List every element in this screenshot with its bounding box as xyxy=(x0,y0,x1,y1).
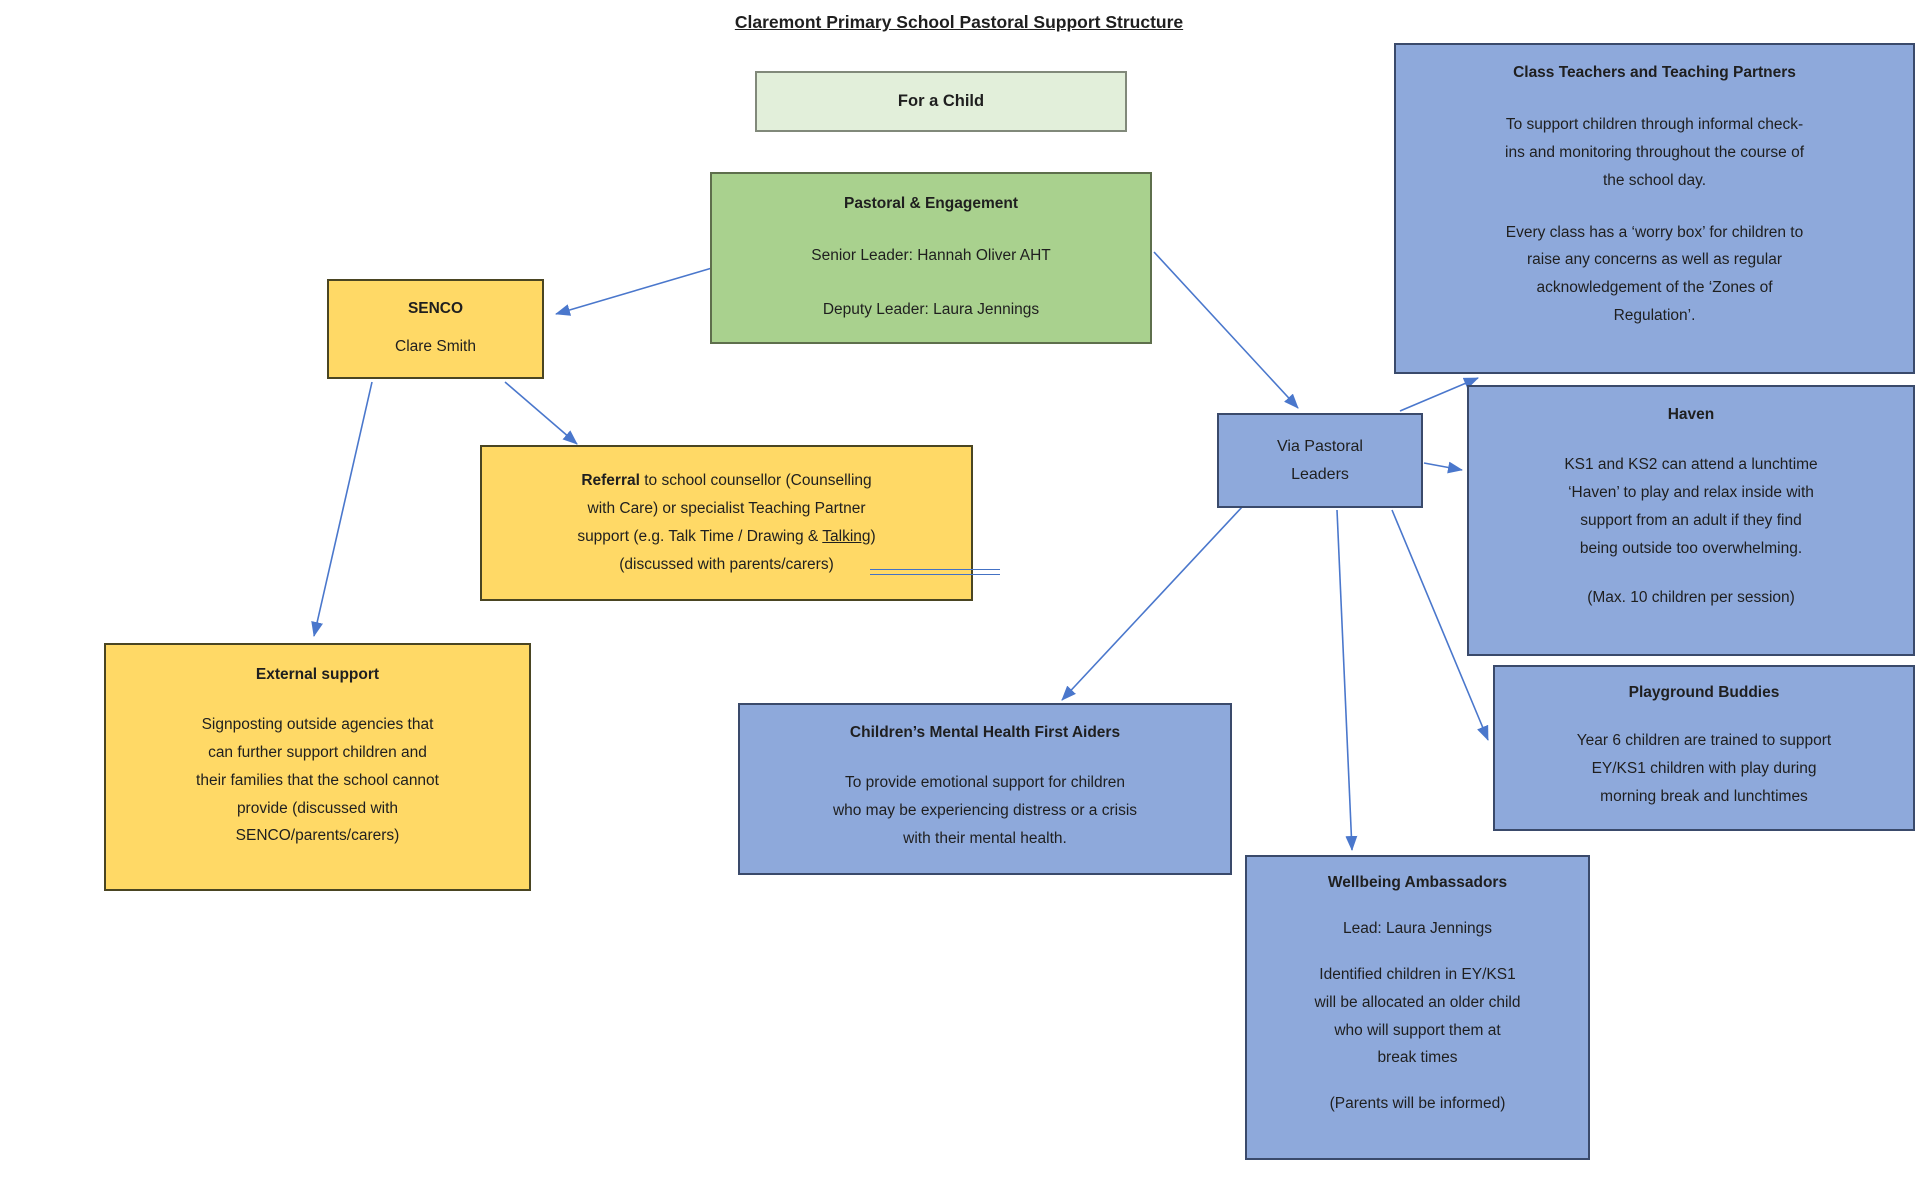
external-support-text: Signposting outside agencies that can fu… xyxy=(196,715,439,845)
playground-buddies-box: Playground Buddies Year 6 children are t… xyxy=(1493,665,1915,831)
wellbeing-text: Identified children in EY/KS1 will be al… xyxy=(1314,965,1521,1067)
pastoral-engagement-title: Pastoral & Engagement xyxy=(844,195,1018,212)
wellbeing-lead: Lead: Laura Jennings xyxy=(1342,919,1493,937)
class-teachers-title: Class Teachers and Teaching Partners xyxy=(1513,64,1796,81)
revision-underline-mark xyxy=(870,569,1000,575)
haven-max-note: (Max. 10 children per session) xyxy=(1587,589,1795,607)
arrow-senco-to-external xyxy=(311,381,373,637)
haven-title: Haven xyxy=(1667,406,1715,423)
referral-text: Referral to school counsellor (Counselli… xyxy=(577,467,875,579)
referral-text-tail: ) (discussed with parents/carers) xyxy=(619,528,876,573)
for-a-child-box: For a Child xyxy=(755,71,1127,132)
arrow-pastoral-to-senco xyxy=(555,267,713,316)
arrow-pastoral-to-via xyxy=(1153,251,1299,409)
senco-title: SENCO xyxy=(407,300,464,317)
playground-buddies-title: Playground Buddies xyxy=(1628,684,1780,701)
via-pastoral-leaders-box: Via Pastoral Leaders xyxy=(1217,413,1423,508)
external-support-title: External support xyxy=(255,666,380,683)
senco-name: Clare Smith xyxy=(395,337,476,355)
class-teachers-paragraph-2: Every class has a ‘worry box’ for childr… xyxy=(1505,223,1804,325)
wellbeing-parents-note: (Parents will be informed) xyxy=(1329,1095,1506,1113)
haven-paragraph: KS1 and KS2 can attend a lunchtime ‘Have… xyxy=(1564,455,1818,557)
referral-text-mid: to school counsellor (Counselling with C… xyxy=(577,472,872,545)
arrow-via-to-wellbeing xyxy=(1336,509,1358,851)
referral-underlined-word: Talking xyxy=(822,528,871,545)
wellbeing-ambassadors-box: Wellbeing Ambassadors Lead: Laura Jennin… xyxy=(1245,855,1590,1160)
cmhfa-text: To provide emotional support for childre… xyxy=(832,773,1138,847)
wellbeing-title: Wellbeing Ambassadors xyxy=(1327,874,1508,891)
referral-box: Referral to school counsellor (Counselli… xyxy=(480,445,973,601)
arrow-via-to-cmhfa xyxy=(1061,505,1244,701)
playground-buddies-text: Year 6 children are trained to support E… xyxy=(1576,731,1832,805)
haven-box: Haven KS1 and KS2 can attend a lunchtime… xyxy=(1467,385,1915,656)
for-a-child-label: For a Child xyxy=(897,91,985,110)
referral-bold-word: Referral xyxy=(581,472,640,490)
class-teachers-box: Class Teachers and Teaching Partners To … xyxy=(1394,43,1915,374)
cmhfa-title: Children’s Mental Health First Aiders xyxy=(849,724,1121,741)
pastoral-engagement-box: Pastoral & Engagement Senior Leader: Han… xyxy=(710,172,1152,344)
pastoral-senior-leader: Senior Leader: Hannah Oliver AHT xyxy=(811,246,1051,264)
childrens-mental-health-first-aiders-box: Children’s Mental Health First Aiders To… xyxy=(738,703,1232,875)
external-support-box: External support Signposting outside age… xyxy=(104,643,531,891)
pastoral-deputy-leader: Deputy Leader: Laura Jennings xyxy=(822,300,1040,318)
arrow-via-to-haven xyxy=(1423,461,1463,474)
senco-box: SENCO Clare Smith xyxy=(327,279,544,379)
diagram-title: Claremont Primary School Pastoral Suppor… xyxy=(734,12,1184,32)
arrow-senco-to-referral xyxy=(504,381,578,445)
class-teachers-paragraph-1: To support children through informal che… xyxy=(1505,115,1804,189)
via-pastoral-leaders-label: Via Pastoral Leaders xyxy=(1277,438,1363,483)
